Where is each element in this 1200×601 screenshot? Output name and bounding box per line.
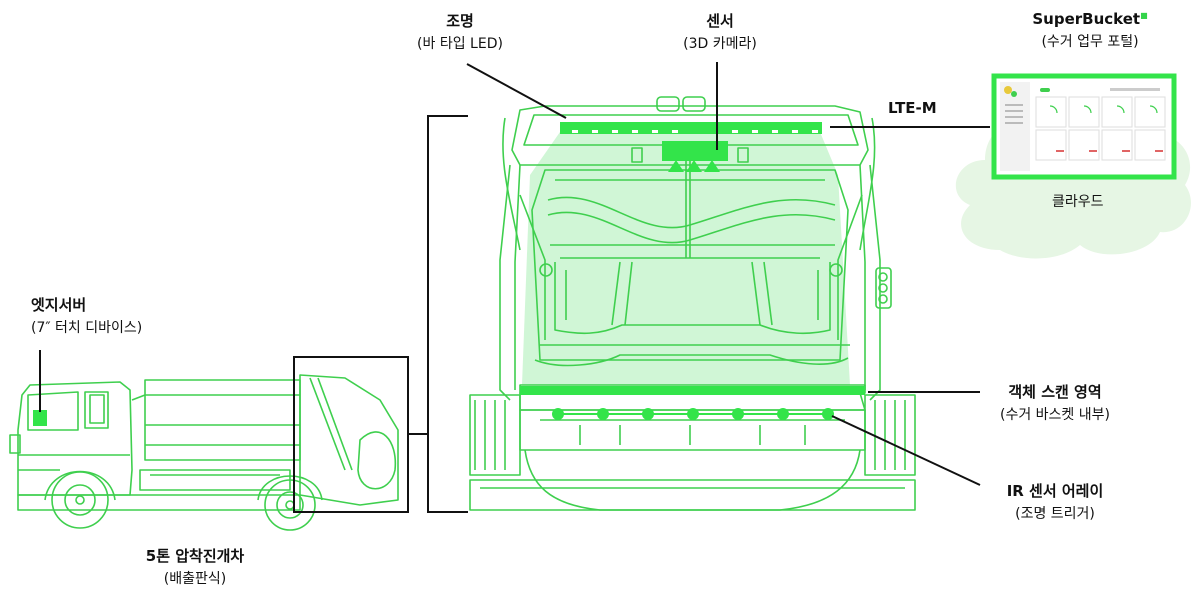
edge-server-label: 엣지서버 (7″ 터치 디바이스) (31, 296, 201, 337)
scan-area-bar (520, 386, 865, 395)
portal-screenshot (994, 76, 1174, 177)
edge-server-subtitle: (7″ 터치 디바이스) (31, 320, 201, 337)
sensor-subtitle: (3D 카메라) (655, 36, 785, 53)
scan-area-label: 객체 스캔 영역 (수거 바스켓 내부) (975, 383, 1135, 424)
ir-sensor-subtitle: (조명 트리거) (980, 506, 1130, 523)
lte-label: LTE-M (888, 99, 937, 117)
lighting-title: 조명 (395, 12, 525, 30)
truck-subtitle: (배출판식) (130, 571, 260, 588)
truck-label: 5톤 압착진개차 (배출판식) (130, 547, 260, 588)
small-truck (10, 375, 398, 530)
edge-server-title: 엣지서버 (31, 296, 201, 314)
ir-sensor-label: IR 센서 어레이 (조명 트리거) (980, 482, 1130, 523)
scan-area-title: 객체 스캔 영역 (975, 383, 1135, 401)
sensor-label: 센서 (3D 카메라) (655, 12, 785, 53)
portal-brand-text: SuperBucket (1032, 10, 1140, 28)
portal-label: SuperBucket■ (수거 업무 포털) (1010, 10, 1170, 51)
led-bar (560, 122, 822, 134)
truck-title: 5톤 압착진개차 (130, 547, 260, 565)
lighting-subtitle: (바 타입 LED) (395, 36, 525, 53)
cloud-label: 클라우드 (1052, 191, 1104, 211)
ir-sensor-title: IR 센서 어레이 (980, 482, 1130, 500)
lighting-label: 조명 (바 타입 LED) (395, 12, 525, 53)
portal-subtitle: (수거 업무 포털) (1010, 34, 1170, 51)
brand-dot-icon: ■ (1140, 11, 1148, 20)
scan-area-subtitle: (수거 바스켓 내부) (975, 407, 1135, 424)
edge-device-marker (33, 410, 47, 426)
sensor-title: 센서 (655, 12, 785, 30)
portal-brand: SuperBucket■ (1010, 10, 1170, 28)
